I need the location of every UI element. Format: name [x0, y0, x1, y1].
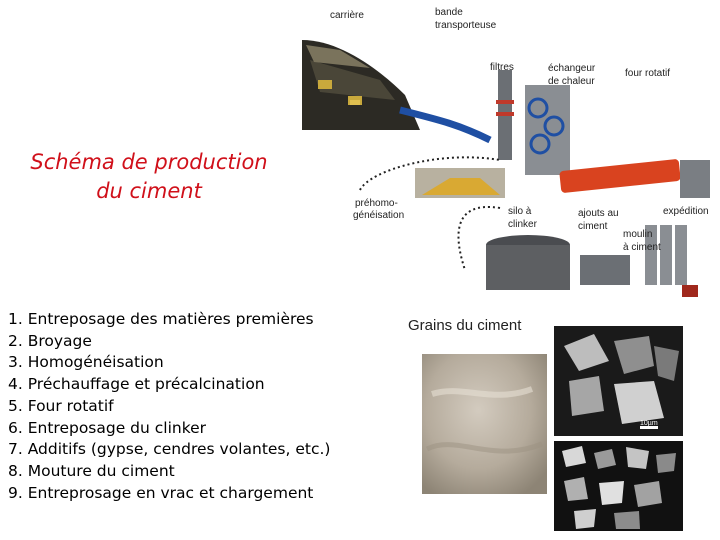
step-item: 7. Additifs (gypse, cendres volantes, et…	[8, 440, 331, 459]
title-line-1: Schéma de production	[30, 150, 268, 174]
label-carriere: carrière	[330, 10, 364, 21]
step-item: 1. Entreposage des matières premières	[8, 310, 314, 328]
prehomogenization-pile	[415, 168, 505, 198]
grains-title: Grains du ciment	[408, 317, 522, 334]
label-silo-2: clinker	[508, 219, 538, 230]
label-moulin-2: à ciment	[623, 242, 661, 253]
label-four: four rotatif	[625, 68, 670, 79]
step-item: 3. Homogénéisation	[8, 353, 164, 372]
sem-image-1: 10µm	[554, 326, 683, 436]
quarry-illustration	[302, 40, 420, 130]
label-bande-1: bande	[435, 7, 463, 18]
label-bande-2: transporteuse	[435, 20, 497, 31]
process-steps-list: 1. Entreposage des matières premières 2.…	[8, 309, 330, 504]
title-line-2: du ciment	[96, 179, 202, 203]
label-ajouts-1: ajouts au	[578, 208, 619, 219]
cement-powder-photo	[422, 354, 547, 494]
label-prehomo-2: généisation	[353, 210, 404, 221]
label-silo-1: silo à	[508, 206, 532, 217]
diagram-title: Schéma de production du ciment	[14, 148, 284, 206]
label-moulin-1: moulin	[623, 229, 652, 240]
label-expedition: expédition	[663, 206, 709, 217]
cement-mill	[580, 225, 698, 297]
label-echangeur-1: échangeur	[548, 63, 596, 74]
rotary-kiln	[559, 159, 710, 198]
step-item: 5. Four rotatif	[8, 396, 114, 415]
label-echangeur-2: de chaleur	[548, 76, 595, 87]
label-prehomo-1: préhomo-	[355, 198, 398, 209]
sem-image-2	[554, 441, 683, 531]
material-circuit	[359, 156, 501, 191]
label-ajouts-2: ciment	[578, 221, 608, 232]
label-filtres: filtres	[490, 62, 514, 73]
step-item: 8. Mouture du ciment	[8, 461, 175, 480]
cement-plant-diagram: carrière bande transporteuse filtres éch…	[302, 7, 710, 297]
conveyor-belt	[399, 106, 492, 144]
step-item: 9. Entreprosage en vrac et chargement	[8, 483, 314, 502]
clinker-silo	[486, 235, 570, 290]
sem-scale-label: 10µm	[640, 420, 658, 427]
heat-exchanger	[525, 85, 570, 175]
step-item: 4. Préchauffage et précalcination	[8, 375, 265, 394]
step-item: 6. Entreposage du clinker	[8, 418, 207, 437]
step-item: 2. Broyage	[8, 331, 92, 350]
